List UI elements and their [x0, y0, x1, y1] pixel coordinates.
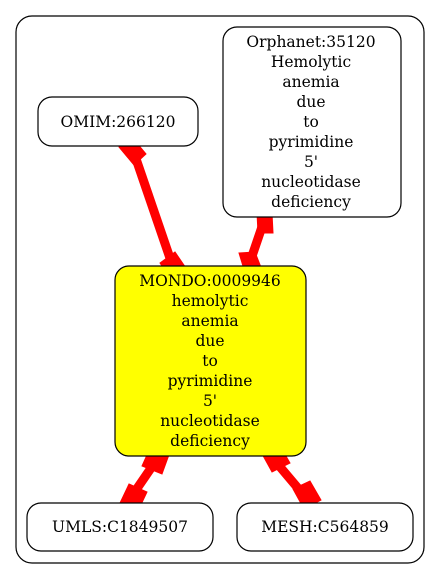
node-orphanet-label-3: due: [296, 93, 325, 111]
node-center-label-4: to: [202, 352, 218, 370]
node-orphanet-label-7: nucleotidase: [261, 173, 361, 191]
node-center-box: [114, 265, 307, 457]
node-orphanet-label-2: anemia: [282, 73, 339, 91]
edge-omim-center: [118, 135, 189, 283]
node-orphanet-label-4: to: [303, 113, 319, 131]
node-mesh-label-0: MESH:C564859: [261, 518, 389, 536]
node-omim[interactable]: OMIM:266120: [37, 96, 199, 147]
node-omim-label-0: OMIM:266120: [61, 113, 176, 131]
node-center-label-8: deficiency: [170, 432, 250, 450]
node-mesh-box: [236, 502, 414, 552]
node-mesh[interactable]: MESH:C564859: [236, 502, 414, 552]
node-orphanet-label-6: 5': [304, 153, 318, 171]
node-umls-box: [26, 502, 214, 552]
node-center-label-1: hemolytic: [172, 292, 249, 310]
node-umls[interactable]: UMLS:C1849507: [26, 502, 214, 552]
edge-line: [128, 148, 177, 266]
node-orphanet[interactable]: Orphanet:35120 Hemolytic anemia due to p…: [222, 26, 402, 218]
node-omim-box: [37, 96, 199, 147]
arrowhead-mesh: [292, 480, 322, 510]
node-orphanet-label-1: Hemolytic: [271, 53, 351, 71]
node-center-label-2: anemia: [181, 312, 238, 330]
node-orphanet-label-8: deficiency: [271, 193, 351, 211]
node-orphanet-label-0: Orphanet:35120: [246, 33, 375, 51]
node-center[interactable]: MONDO:0009946 hemolytic anemia due to py…: [114, 265, 307, 457]
node-center-label-3: due: [195, 332, 224, 350]
node-umls-label-0: UMLS:C1849507: [52, 518, 188, 536]
node-center-label-0: MONDO:0009946: [139, 272, 281, 290]
node-orphanet-box: [222, 26, 402, 218]
node-center-label-7: nucleotidase: [160, 412, 260, 430]
cluster-border: [15, 15, 425, 564]
node-orphanet-label-5: pyrimidine: [269, 133, 354, 151]
node-center-label-6: 5': [203, 392, 217, 410]
node-center-label-5: pyrimidine: [168, 372, 253, 390]
